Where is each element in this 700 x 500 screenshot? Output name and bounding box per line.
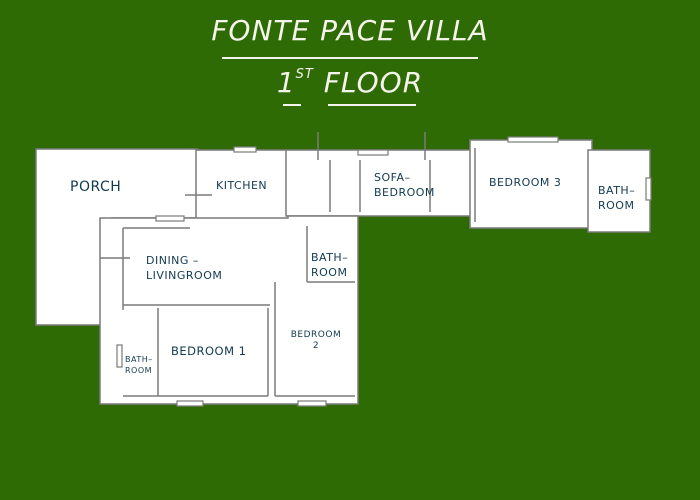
floor-title: 1ST FLOOR xyxy=(0,66,700,99)
label-line: DINING – xyxy=(146,254,199,267)
label-line: ROOM xyxy=(311,266,348,279)
room-bath-center: BATH– ROOM xyxy=(311,250,348,280)
underline-number xyxy=(283,104,301,106)
room-bath-east: BATH– ROOM xyxy=(598,183,635,213)
floor-number: 1 xyxy=(276,66,296,99)
label-line: BATH– xyxy=(598,184,636,197)
villa-title: FONTE PACE VILLA xyxy=(211,14,489,47)
floor-word: FLOOR xyxy=(323,66,424,99)
room-sofa-bedroom: SOFA– BEDROOM xyxy=(374,170,435,200)
underline-floor xyxy=(328,104,416,106)
label-line: BEDROOM xyxy=(374,186,435,199)
label-line: LIVINGROOM xyxy=(146,269,223,282)
main-block xyxy=(99,215,359,405)
label-line: BATH– xyxy=(311,251,349,264)
room-bedroom3: BEDROOM 3 xyxy=(489,176,562,189)
room-bedroom1: BEDROOM 1 xyxy=(171,344,247,358)
label-line: SOFA– xyxy=(374,171,411,184)
label-line: BATH– xyxy=(125,355,153,364)
room-dining-livingroom: DINING – LIVINGROOM xyxy=(146,253,222,283)
label-line: ROOM xyxy=(125,366,153,375)
room-porch: PORCH xyxy=(70,179,122,195)
room-kitchen: KITCHEN xyxy=(216,179,268,192)
label-line: 2 xyxy=(312,341,320,351)
room-bath-west: BATH– ROOM xyxy=(125,354,153,376)
floor-suffix: ST xyxy=(295,67,314,82)
title-divider xyxy=(222,57,478,59)
label-line: BEDROOM xyxy=(290,330,342,340)
label-line: ROOM xyxy=(598,199,635,212)
